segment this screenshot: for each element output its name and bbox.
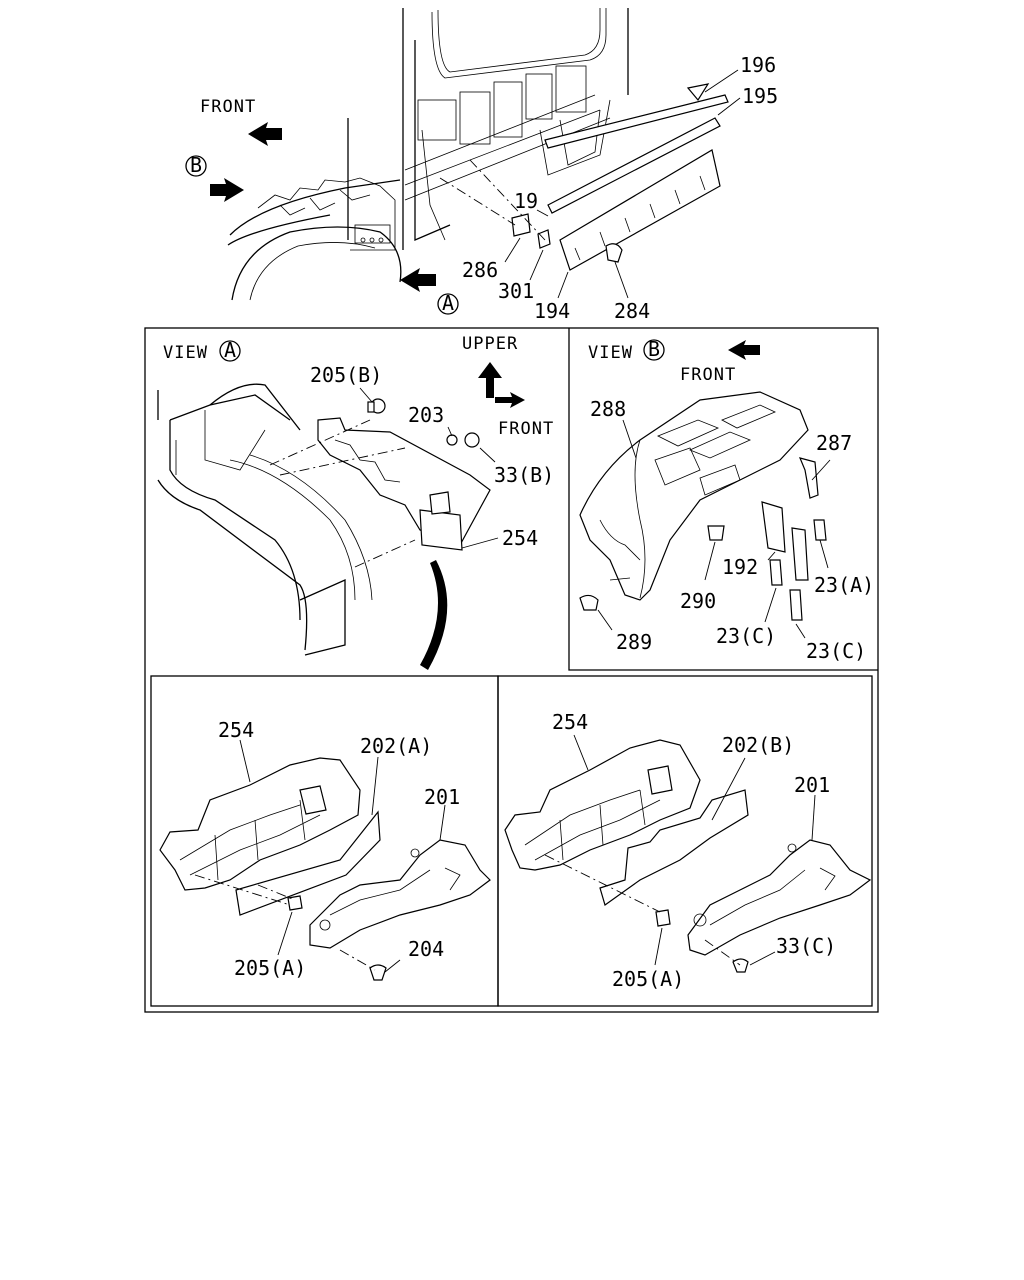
part-label-254-view-a: 254: [502, 526, 538, 550]
part-label-301: 301: [498, 279, 534, 303]
view-a-drawing: [157, 340, 525, 670]
part-label-205a-bottom-right: 205(A): [612, 967, 684, 991]
part-label-33c: 33(C): [776, 934, 836, 958]
bottom-left-drawing: [159, 739, 491, 981]
view-a-front-direction-label: FRONT: [498, 419, 554, 439]
part-label-19: 19: [514, 189, 538, 213]
part-label-284: 284: [614, 299, 650, 323]
part-label-201-bottom-right: 201: [794, 773, 830, 797]
part-label-254-bottom-right: 254: [552, 710, 588, 734]
view-b-frame: [568, 328, 878, 671]
part-label-192: 192: [722, 555, 758, 579]
part-label-202b: 202(B): [722, 733, 794, 757]
view-b-drawing: [579, 339, 831, 639]
part-label-203: 203: [408, 403, 444, 427]
view-b-title: VIEW: [588, 343, 633, 363]
part-label-254-bottom-left: 254: [218, 718, 254, 742]
part-label-286: 286: [462, 258, 498, 282]
part-label-289: 289: [616, 630, 652, 654]
upper-direction-label: UPPER: [462, 334, 518, 354]
part-label-204: 204: [408, 937, 444, 961]
detail-frame-right: [497, 675, 873, 1007]
marker-a-letter: A: [442, 291, 454, 315]
part-label-205a-bottom-left: 205(A): [234, 956, 306, 980]
view-b-front-direction-label: FRONT: [680, 365, 736, 385]
marker-b-letter: B: [190, 153, 202, 177]
part-label-205b: 205(B): [310, 363, 382, 387]
bottom-right-drawing: [504, 734, 872, 973]
view-a-title: VIEW: [163, 343, 208, 363]
part-label-33b: 33(B): [494, 463, 554, 487]
part-label-202a: 202(A): [360, 734, 432, 758]
part-label-287: 287: [816, 431, 852, 455]
part-label-196: 196: [740, 53, 776, 77]
part-label-23a: 23(A): [814, 573, 874, 597]
part-label-195: 195: [742, 84, 778, 108]
part-label-194: 194: [534, 299, 570, 323]
part-label-288: 288: [590, 397, 626, 421]
cab-overview: [185, 8, 741, 315]
view-b-marker-letter: B: [648, 337, 660, 361]
part-label-201-bottom-left: 201: [424, 785, 460, 809]
marker-b-circle: [185, 155, 207, 177]
part-label-23c-first: 23(C): [716, 624, 776, 648]
part-label-290: 290: [680, 589, 716, 613]
part-label-23c-second: 23(C): [806, 639, 866, 663]
marker-a-circle: [437, 293, 459, 315]
view-a-marker-letter: A: [224, 338, 236, 362]
front-direction-label: FRONT: [200, 97, 256, 117]
